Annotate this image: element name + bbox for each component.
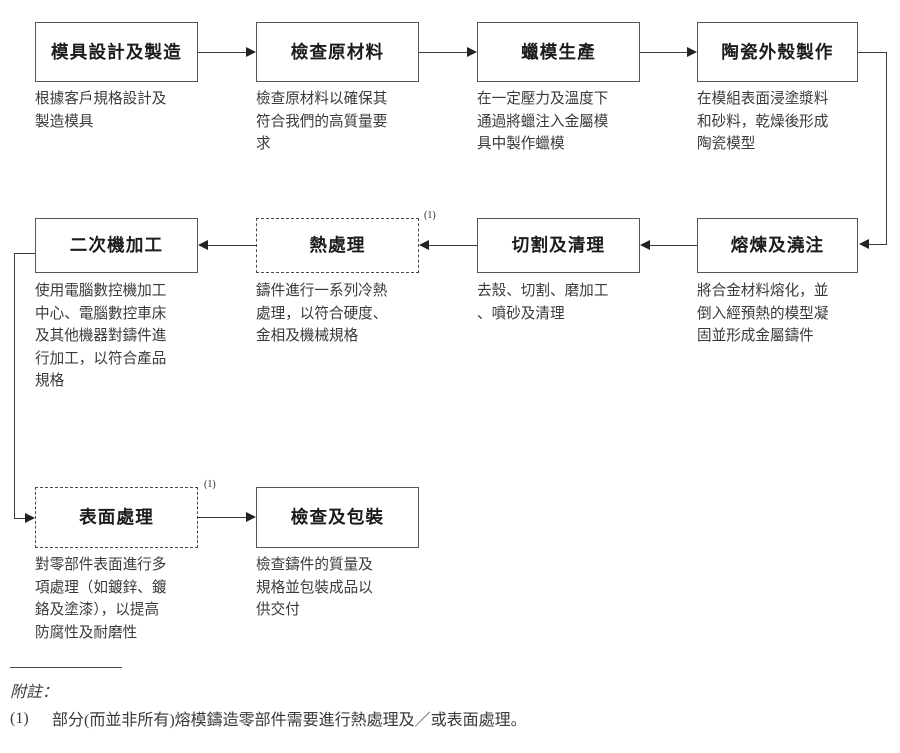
arrowhead-right-icon <box>467 47 477 57</box>
connector-wrap-left-top <box>14 252 35 255</box>
connector-surface-treatment-to-inspection <box>198 516 246 519</box>
footnote-text: 部分(而並非所有)熔模鑄造零部件需要進行熱處理及／或表面處理。 <box>52 712 527 729</box>
process-node-secondary-machining[interactable]: 二次機加工 <box>35 218 198 273</box>
process-node-heat-treatment[interactable]: 熱處理 <box>256 218 419 273</box>
node-title: 熱處理 <box>309 235 366 255</box>
node-title: 表面處理 <box>79 507 154 527</box>
node-description-surface-treatment: 對零部件表面進行多 項處理（如鍍鋅、鍍 鉻及塗漆），以提高 防腐性及耐磨性 <box>35 557 167 641</box>
process-node-surface-treatment[interactable]: 表面處理 <box>35 487 198 548</box>
arrowhead-left-icon <box>419 240 429 250</box>
process-node-raw-material-inspection[interactable]: 檢查原材料 <box>256 22 419 82</box>
connector-wrap-right-bottom <box>869 243 887 246</box>
arrowhead-left-icon <box>640 240 650 250</box>
node-title: 檢查及包裝 <box>290 507 385 527</box>
node-description-melting-and-pouring: 將合金材料熔化，並 倒入經預熱的模型凝 固並形成金屬鑄件 <box>697 283 829 344</box>
node-title: 陶瓷外殼製作 <box>721 41 834 62</box>
connector-wax-pattern-to-ceramic-shell <box>640 51 687 54</box>
footnote-marker-heat-treatment: (1) <box>424 210 436 221</box>
arrowhead-left-icon <box>198 240 208 250</box>
connector-mold-design-to-raw-material <box>198 51 246 54</box>
process-node-ceramic-shell-making[interactable]: 陶瓷外殼製作 <box>697 22 858 82</box>
node-title: 檢查原材料 <box>290 41 385 62</box>
node-description-mold-design: 根據客戶規格設計及 製造模具 <box>35 91 167 130</box>
arrowhead-left-icon <box>859 239 869 249</box>
process-node-melting-and-pouring[interactable]: 熔煉及澆注 <box>697 218 858 273</box>
connector-cutting-to-heat-treatment <box>429 244 477 247</box>
connector-raw-material-to-wax-pattern <box>419 51 467 54</box>
footnote-divider <box>10 667 122 669</box>
node-description-inspection-and-packaging: 檢查鑄件的質量及 規格並包裝成品以 供交付 <box>256 557 373 618</box>
connector-wrap-left-vertical <box>13 252 16 519</box>
node-description-secondary-machining: 使用電腦數控機加工 中心、電腦數控車床 及其他機器對鑄件進 行加工，以符合產品 … <box>35 283 167 389</box>
arrowhead-right-icon <box>246 512 256 522</box>
node-title: 蠟模生產 <box>521 41 596 62</box>
connector-wrap-right-top <box>858 51 887 54</box>
node-description-ceramic-shell-making: 在模組表面浸塗漿料 和砂料，乾燥後形成 陶瓷模型 <box>697 91 829 152</box>
node-description-heat-treatment: 鑄件進行一系列冷熱 處理，以符合硬度、 金相及機械規格 <box>256 283 388 344</box>
node-title: 熔煉及澆注 <box>730 235 825 255</box>
arrowhead-right-icon <box>25 513 35 523</box>
footnote-marker-surface-treatment: (1) <box>204 479 216 490</box>
node-title: 二次機加工 <box>69 235 164 255</box>
footnote-number: (1) <box>10 710 29 727</box>
arrowhead-right-icon <box>246 47 256 57</box>
process-node-inspection-and-packaging[interactable]: 檢查及包裝 <box>256 487 419 548</box>
node-description-raw-material-inspection: 檢查原材料以確保其 符合我們的高質量要 求 <box>256 91 388 152</box>
node-description-wax-pattern-production: 在一定壓力及溫度下 通過將蠟注入金屬模 具中製作蠟模 <box>477 91 609 152</box>
process-node-cutting-and-cleaning[interactable]: 切割及清理 <box>477 218 640 273</box>
process-node-mold-design[interactable]: 模具設計及製造 <box>35 22 198 82</box>
node-title: 切割及清理 <box>511 235 606 255</box>
footnote-label: 附註： <box>10 684 59 701</box>
connector-heat-treatment-to-secondary-machining <box>208 244 256 247</box>
connector-wrap-left-bottom <box>13 517 28 520</box>
arrowhead-right-icon <box>687 47 697 57</box>
node-description-cutting-and-cleaning: 去殼、切割、磨加工 、噴砂及清理 <box>477 283 609 322</box>
process-node-wax-pattern-production[interactable]: 蠟模生產 <box>477 22 640 82</box>
node-title: 模具設計及製造 <box>51 41 182 62</box>
connector-wrap-right-vertical <box>885 51 888 245</box>
connector-melting-to-cutting <box>650 244 697 247</box>
